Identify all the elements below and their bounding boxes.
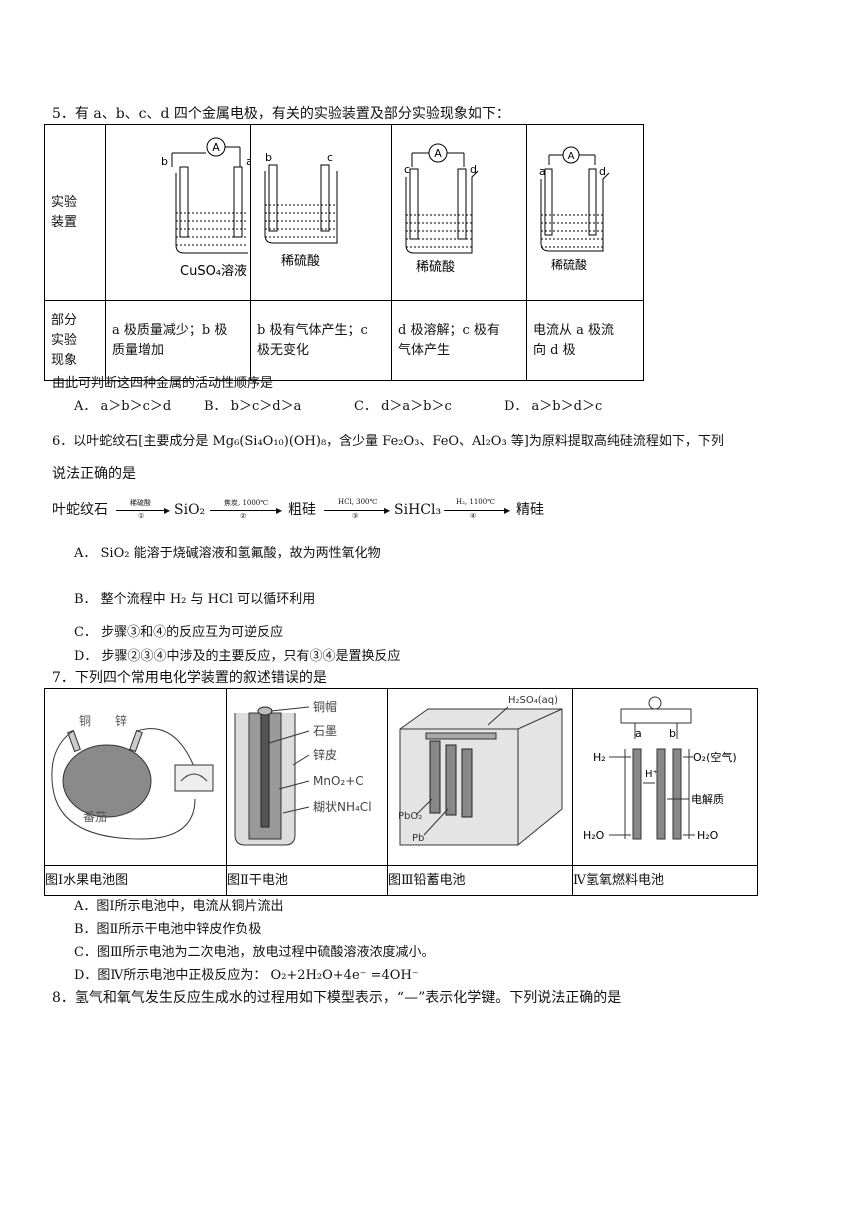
- flow-cond-2: 焦炭, 1000℃: [224, 499, 269, 507]
- q7-figure-table: 铜 锌 番茄 铜: [44, 688, 758, 896]
- q7-stem: 7．下列四个常用电化学装置的叙述错误的是: [52, 670, 327, 686]
- svg-text:铜帽: 铜帽: [313, 699, 337, 714]
- svg-text:a: a: [246, 155, 250, 168]
- svg-text:b: b: [265, 151, 272, 164]
- svg-text:O₂(空气): O₂(空气): [693, 750, 737, 764]
- svg-text:b: b: [161, 155, 168, 168]
- beaker-diagram: A c d 稀硫酸: [404, 143, 479, 275]
- svg-text:d: d: [470, 163, 477, 176]
- flow-cond-1: 稀硫酸: [130, 499, 151, 507]
- svg-text:电解质: 电解质: [691, 792, 724, 806]
- q5-option-b[interactable]: B． b＞c＞d＞a: [204, 399, 302, 414]
- phenomenon-1: a 极质量减少；b 极 质量增加: [105, 300, 251, 381]
- flow-num-1: ①: [138, 512, 145, 520]
- flow-cond-3: HCl, 300℃: [338, 498, 378, 506]
- svg-text:锌: 锌: [115, 714, 127, 728]
- q5-option-d[interactable]: D． a＞b＞d＞c: [504, 399, 603, 414]
- beaker-diagram: b c 稀硫酸: [264, 151, 338, 269]
- svg-text:MnO₂+C: MnO₂+C: [313, 774, 364, 788]
- fig4-caption: Ⅳ氢氧燃料电池: [572, 865, 758, 896]
- svg-text:糊状NH₄Cl: 糊状NH₄Cl: [313, 799, 372, 814]
- svg-text:石墨: 石墨: [313, 724, 337, 738]
- flow-num-3: ③: [352, 512, 359, 520]
- svg-text:A: A: [434, 147, 442, 160]
- svg-text:a: a: [539, 165, 546, 178]
- flow-arrow-1: [116, 510, 168, 511]
- svg-text:稀硫酸: 稀硫酸: [281, 254, 320, 269]
- phenomenon-2: b 极有气体产生；c 极无变化: [250, 300, 392, 381]
- svg-text:H⁺: H⁺: [645, 769, 658, 780]
- q6-stem-line2: 说法正确的是: [52, 466, 136, 482]
- svg-text:d: d: [599, 165, 606, 178]
- q7-option-d[interactable]: D．图Ⅳ所示电池中正极反应为： O₂+2H₂O+4e⁻ =4OH⁻: [74, 968, 419, 983]
- q6-option-d[interactable]: D． 步骤②③④中涉及的主要反应，只有③④是置换反应: [74, 649, 401, 664]
- phenomenon-4: 电流从 a 极流 向 d 极: [526, 300, 644, 381]
- arrowhead-icon: ▶: [384, 506, 391, 515]
- flow-step-2: 粗硅: [288, 502, 316, 518]
- flow-arrow-3: [324, 510, 388, 511]
- apparatus-2: b c 稀硫酸: [250, 124, 392, 301]
- q5-table: 实验 装置 A b a CuSO₄溶液: [44, 124, 644, 381]
- flow-step-3: SiHCl₃: [394, 502, 442, 518]
- flow-num-2: ②: [240, 512, 247, 520]
- svg-text:铜: 铜: [79, 713, 91, 728]
- flow-arrow-2: [210, 510, 280, 511]
- q5-option-c[interactable]: C． d＞a＞b＞c: [354, 399, 452, 414]
- flow-step-4: 精硅: [516, 502, 544, 518]
- svg-text:H₂SO₄(aq): H₂SO₄(aq): [508, 695, 558, 706]
- row-header-apparatus: 实验 装置: [44, 124, 106, 301]
- q7-option-a[interactable]: A．图Ⅰ所示电池中，电流从铜片流出: [74, 899, 284, 914]
- fig1-caption: 图Ⅰ水果电池图: [44, 865, 227, 896]
- svg-text:H₂O: H₂O: [697, 829, 719, 842]
- q6-option-b[interactable]: B． 整个流程中 H₂ 与 HCl 可以循环利用: [74, 592, 316, 607]
- svg-text:CuSO₄溶液: CuSO₄溶液: [180, 264, 247, 279]
- q6-option-c[interactable]: C． 步骤③和④的反应互为可逆反应: [74, 625, 284, 640]
- svg-text:A: A: [212, 141, 220, 154]
- row-header-phenomena: 部分 实验 现象: [44, 300, 106, 381]
- fig1-fruit-battery: 铜 锌 番茄: [44, 688, 227, 866]
- q7-option-c[interactable]: C．图Ⅲ所示电池为二次电池，放电过程中硫酸溶液浓度减小。: [74, 945, 435, 960]
- fig4-fuel-cell: a b H₂ O₂(空气) H⁺ 电解质 H₂O H₂O: [572, 688, 758, 866]
- apparatus-4: A a d 稀硫酸: [526, 124, 644, 301]
- svg-text:c: c: [327, 151, 333, 164]
- fig2-dry-cell: 铜帽 石墨 锌皮 MnO₂+C 糊状NH₄Cl: [226, 688, 388, 866]
- flow-cond-4: H₂, 1100℃: [456, 498, 496, 506]
- fig3-caption: 图Ⅲ铅蓄电池: [387, 865, 573, 896]
- svg-text:H₂: H₂: [593, 751, 606, 764]
- arrowhead-icon: ▶: [164, 506, 171, 515]
- process-flow: 叶蛇纹石 稀硫酸 ▶ ① SiO₂ 焦炭, 1000℃ ▶ ② 粗硅 HCl, …: [52, 496, 612, 526]
- svg-text:H₂O: H₂O: [583, 829, 605, 842]
- svg-text:锌皮: 锌皮: [313, 748, 337, 762]
- apparatus-3: A c d 稀硫酸: [391, 124, 527, 301]
- q7-option-b[interactable]: B．图Ⅱ所示干电池中锌皮作负极: [74, 922, 262, 937]
- q8-stem: 8．氢气和氧气发生反应生成水的过程用如下模型表示，“—”表示化学键。下列说法正确…: [52, 990, 622, 1006]
- apparatus-1: A b a CuSO₄溶液: [105, 124, 253, 301]
- q6-option-a[interactable]: A． SiO₂ 能溶于烧碱溶液和氢氟酸，故为两性氧化物: [74, 546, 381, 561]
- svg-text:PbO₂: PbO₂: [398, 811, 422, 822]
- q5-option-a[interactable]: A． a＞b＞c＞d: [74, 399, 172, 414]
- svg-text:b: b: [669, 727, 676, 740]
- arrowhead-icon: ▶: [504, 506, 511, 515]
- fig3-lead-acid-battery: H₂SO₄(aq) PbO₂ Pb: [387, 688, 573, 866]
- q6-stem-line1: 6．以叶蛇纹石[主要成分是 Mg₆(Si₄O₁₀)(OH)₈，含少量 Fe₂O₃…: [52, 434, 724, 449]
- q5-stem: 5．有 a、b、c、d 四个金属电极，有关的实验装置及部分实验现象如下：: [52, 106, 510, 122]
- svg-text:c: c: [404, 163, 410, 176]
- q5-conclusion: 由此可判断这四种金属的活动性顺序是: [52, 376, 274, 391]
- svg-text:A: A: [568, 151, 575, 162]
- flow-step-0: 叶蛇纹石: [52, 502, 108, 518]
- svg-text:a: a: [635, 727, 642, 740]
- svg-text:稀硫酸: 稀硫酸: [551, 257, 587, 272]
- flow-num-4: ④: [470, 512, 477, 520]
- arrowhead-icon: ▶: [276, 506, 283, 515]
- phenomenon-3: d 极溶解；c 极有 气体产生: [391, 300, 527, 381]
- fig2-caption: 图Ⅱ干电池: [226, 865, 388, 896]
- flow-arrow-4: [444, 510, 508, 511]
- svg-text:稀硫酸: 稀硫酸: [416, 260, 455, 275]
- flow-step-1: SiO₂: [174, 502, 206, 518]
- svg-text:Pb: Pb: [412, 833, 424, 844]
- beaker-diagram: A b a CuSO₄溶液: [161, 137, 253, 279]
- lightbulb-icon: [648, 696, 662, 710]
- beaker-diagram: A a d 稀硫酸: [539, 146, 610, 272]
- svg-text:番茄: 番茄: [83, 810, 107, 824]
